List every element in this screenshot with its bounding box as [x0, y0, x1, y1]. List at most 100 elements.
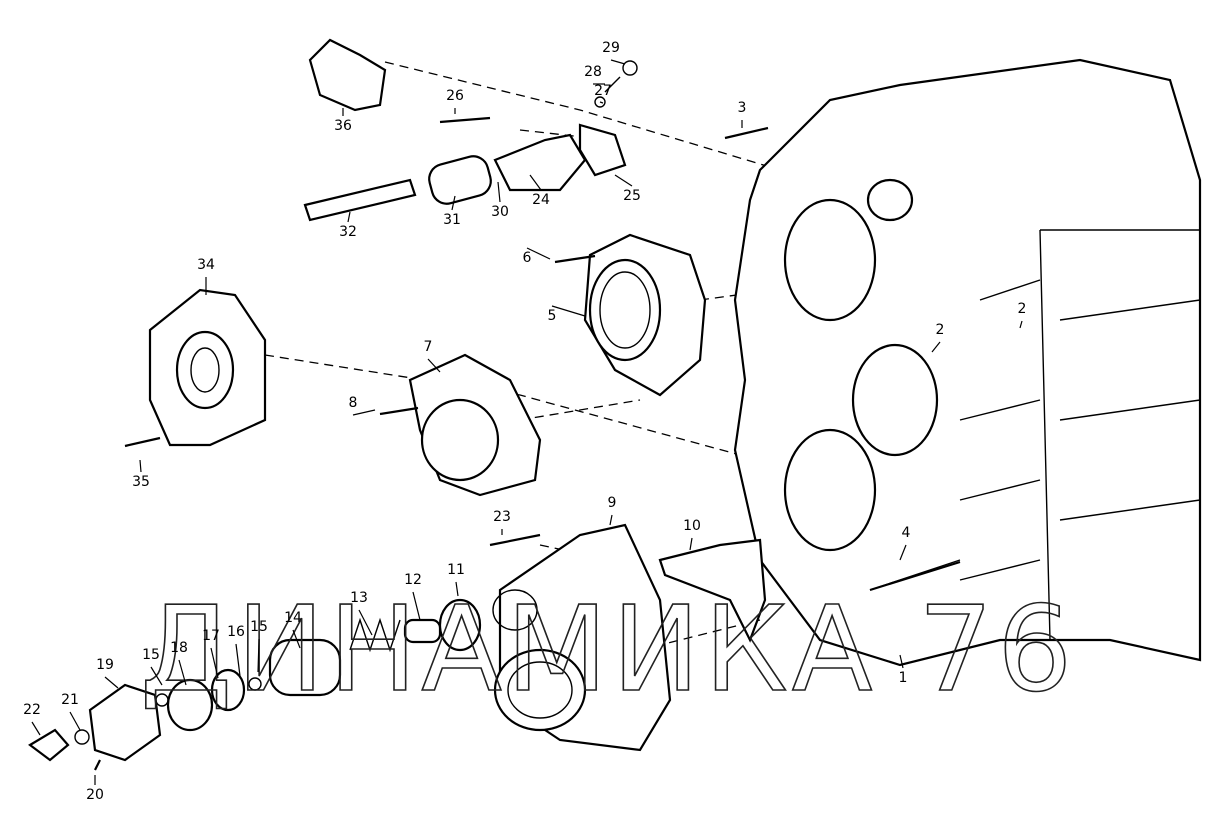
part-number: 8	[349, 395, 358, 411]
part-number: 2	[1018, 301, 1027, 317]
leader-line	[689, 537, 693, 551]
flange-5	[583, 233, 707, 397]
leader-line	[210, 647, 219, 679]
part-number: 1	[899, 670, 908, 686]
cover-plate-34	[148, 288, 267, 447]
part-number: 3	[738, 100, 747, 116]
part-number: 2	[936, 322, 945, 338]
callout-10: 10	[683, 518, 701, 551]
part-number: 20	[86, 787, 104, 803]
callout-23: 23	[493, 509, 511, 535]
leader-line	[358, 609, 373, 636]
part-number: 6	[523, 250, 532, 266]
callout-2: 2	[1018, 301, 1027, 329]
part-number: 9	[608, 495, 617, 511]
callout-21: 21	[61, 692, 81, 731]
callout-27: 27	[594, 83, 612, 104]
part-number: 34	[197, 257, 215, 273]
part-number: 31	[443, 212, 461, 228]
housing-9	[492, 523, 672, 752]
leader-line	[529, 174, 542, 191]
callout-13: 13	[350, 590, 373, 636]
callout-34: 34	[197, 257, 215, 295]
part-number: 19	[96, 657, 114, 673]
part-number: 7	[424, 339, 433, 355]
leader-line	[451, 195, 456, 211]
callout-2: 2	[931, 322, 945, 353]
part-number: 27	[594, 83, 612, 99]
leader-line	[352, 409, 376, 416]
part-number: 35	[132, 474, 150, 490]
callout-35: 35	[132, 459, 150, 490]
callout-19: 19	[96, 657, 119, 689]
part-number: 36	[334, 118, 352, 134]
callout-24: 24	[529, 174, 550, 208]
leader-line	[609, 514, 613, 526]
leader-line	[497, 181, 501, 203]
leader-line	[150, 666, 163, 686]
part-number: 18	[170, 640, 188, 656]
callout-7: 7	[424, 339, 441, 373]
leader-line	[235, 643, 241, 677]
part-number: 30	[491, 204, 509, 220]
part-number: 15	[250, 619, 268, 635]
callout-16: 16	[227, 624, 245, 677]
part-number: 4	[902, 525, 911, 541]
callout-30: 30	[491, 181, 509, 220]
watermark-text: ДИНАМИКА 76	[140, 580, 1076, 718]
leader-line	[610, 59, 626, 65]
leader-line	[455, 581, 459, 597]
leader-line	[899, 654, 904, 669]
part-number: 21	[61, 692, 79, 708]
callout-12: 12	[404, 572, 422, 621]
leader-line	[31, 721, 41, 736]
callout-22: 22	[23, 702, 41, 736]
callout-20: 20	[86, 775, 104, 803]
part-number: 24	[532, 192, 550, 208]
part-number: 26	[446, 88, 464, 104]
callout-9: 9	[608, 495, 617, 526]
callout-29: 29	[602, 40, 626, 65]
leader-line	[69, 711, 81, 731]
callout-8: 8	[349, 395, 376, 416]
callout-3: 3	[738, 100, 747, 128]
leader-line	[178, 659, 187, 686]
callout-28: 28	[584, 64, 605, 85]
small-parts	[28, 60, 961, 771]
callout-32: 32	[339, 211, 357, 240]
callout-6: 6	[523, 247, 551, 266]
leader-line	[427, 358, 441, 373]
part-number: 15	[142, 647, 160, 663]
callout-14: 14	[284, 610, 302, 649]
callout-36: 36	[334, 108, 352, 134]
leader-line	[931, 341, 941, 353]
part-number: 11	[447, 562, 465, 578]
callout-11: 11	[447, 562, 465, 597]
part-number: 13	[350, 590, 368, 606]
leader-line	[1019, 320, 1023, 329]
callout-17: 17	[202, 628, 220, 679]
transmission-housing	[733, 58, 1202, 667]
leader-line	[104, 676, 119, 689]
leader-line	[412, 591, 421, 621]
leader-line	[551, 305, 586, 317]
callout-31: 31	[443, 195, 461, 228]
callout-1: 1	[899, 654, 908, 686]
part-number: 17	[202, 628, 220, 644]
bracket-36	[308, 38, 387, 112]
part-number: 25	[623, 188, 641, 204]
callout-labels: 1223456789101112131415151617181920212223…	[23, 40, 1026, 803]
callout-26: 26	[446, 88, 464, 114]
part-number: 28	[584, 64, 602, 80]
callout-4: 4	[899, 525, 911, 561]
leader-line	[614, 174, 633, 187]
leader-line	[526, 247, 551, 260]
part-number: 5	[548, 308, 557, 324]
part-number: 14	[284, 610, 302, 626]
callout-15: 15	[250, 619, 268, 673]
cap-7	[408, 353, 542, 497]
part-number: 10	[683, 518, 701, 534]
callout-18: 18	[170, 640, 188, 686]
